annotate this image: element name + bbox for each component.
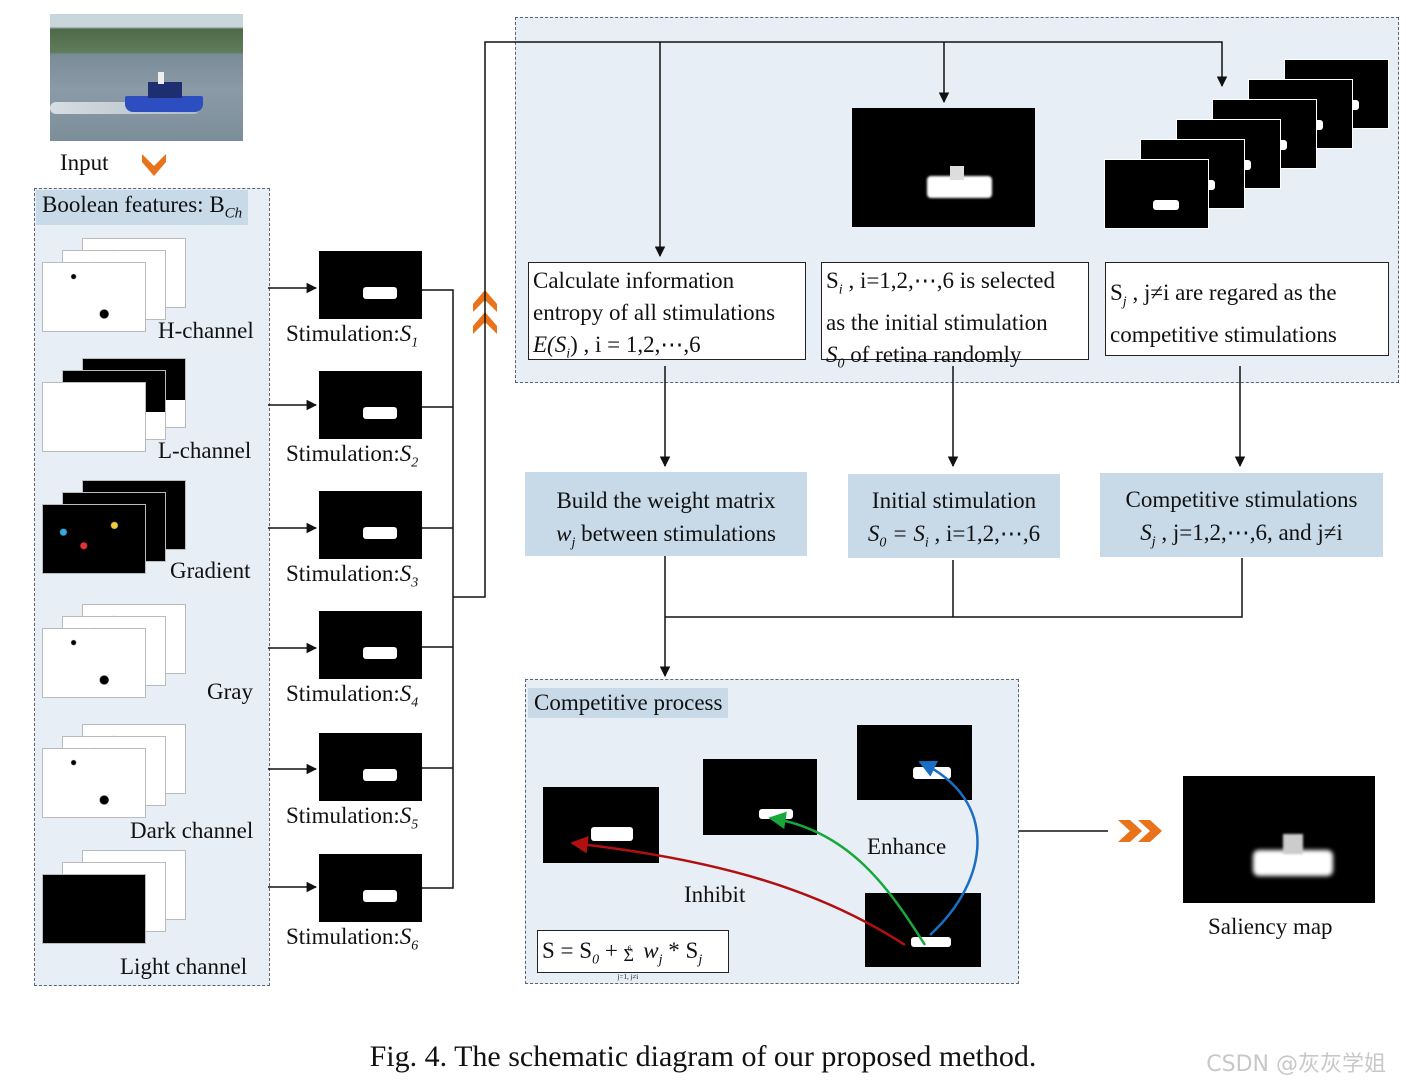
competitive-stimulation-thumbnail (1104, 159, 1209, 229)
right-double-chevron-icon (1118, 820, 1162, 842)
channel-label: Dark channel (130, 818, 254, 843)
channel-map-card (42, 628, 146, 698)
boolean-features-header: Boolean features: BCh (36, 190, 249, 225)
source-stimulation-image (865, 893, 981, 967)
stimulation-label: Stimulation:S4 (286, 681, 419, 711)
channel-map-card (42, 874, 146, 944)
input-image (50, 14, 243, 141)
saliency-map-label: Saliency map (1208, 914, 1333, 939)
figure-caption: Fig. 4. The schematic diagram of our pro… (369, 1040, 1037, 1073)
selected-stimulation-image (852, 108, 1035, 227)
stimulation-label: Stimulation:S3 (286, 561, 419, 591)
channel-map-card (42, 504, 146, 574)
stimulation-thumbnail (319, 611, 422, 679)
channel-map-card (42, 382, 146, 452)
channel-label: H-channel (158, 318, 254, 343)
inhibited-stimulation-image (543, 787, 659, 863)
input-label: Input (60, 150, 109, 175)
stimulation-label: Stimulation:S5 (286, 803, 419, 833)
inhibit-label: Inhibit (684, 882, 746, 907)
enhance-label: Enhance (867, 834, 947, 859)
channel-label: Light channel (120, 954, 248, 979)
channel-label: L-channel (158, 438, 252, 463)
stimulation-thumbnail (319, 854, 422, 922)
stimulation-label: Stimulation:S2 (286, 441, 419, 471)
initial-stimulation-box: Initial stimulation S0 = Si , i=1,2,⋯,6 (848, 474, 1060, 558)
channel-map-card (42, 748, 146, 818)
stimulation-thumbnail (319, 733, 422, 801)
entropy-box: Calculate information entropy of all sti… (528, 262, 806, 362)
channel-label: Gradient (170, 558, 251, 583)
weight-matrix-box: Build the weight matrix wj between stimu… (525, 472, 807, 556)
stimulation-label: Stimulation:S1 (286, 321, 419, 351)
competitive-stimulations-box: Competitive stimulations Sj , j=1,2,⋯,6,… (1100, 473, 1383, 557)
watermark: CSDN @灰灰学姐 (1206, 1052, 1386, 1077)
formula-box: S = S0 + 6 Σ j=1, j≠i wj * Sj (537, 930, 729, 981)
stimulation-label: Stimulation:S6 (286, 924, 419, 954)
saliency-map-image (1183, 776, 1375, 903)
competitive-process-header: Competitive process (528, 688, 729, 718)
middle-stimulation-image (703, 759, 817, 835)
stimulation-thumbnail (319, 491, 422, 559)
competitive-regard-box: Sj , j≠i are regared as the competitive … (1105, 262, 1389, 356)
down-chevron-icon (142, 154, 166, 176)
initial-selection-box: Si , i=1,2,⋯,6 is selected as the initia… (821, 262, 1089, 371)
channel-label: Gray (207, 679, 253, 704)
stimulation-thumbnail (319, 371, 422, 439)
channel-map-card (42, 262, 146, 332)
stimulation-thumbnail (319, 251, 422, 319)
